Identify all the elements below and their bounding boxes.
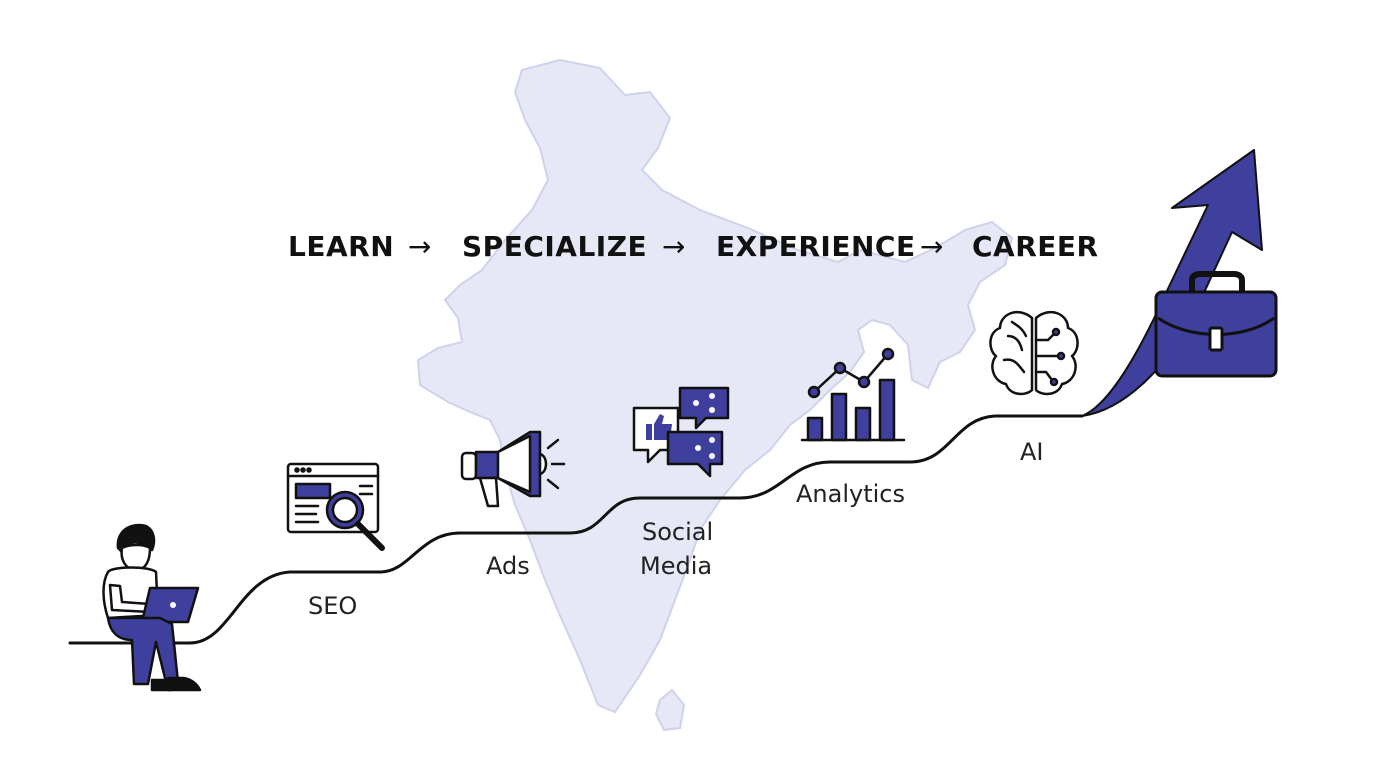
india-map-background [416, 58, 1014, 714]
chat-bubbles-share-like-icon [632, 386, 730, 478]
person-with-laptop-icon [102, 523, 202, 692]
headline-arrow-1: → [408, 230, 431, 263]
label-analytics: Analytics [796, 480, 905, 508]
label-ads: Ads [486, 552, 530, 580]
label-social-line1: Social [642, 518, 713, 546]
briefcase-icon [1154, 271, 1278, 378]
headline-learn: LEARN [288, 230, 394, 263]
headline-experience: EXPERIENCE [716, 230, 916, 263]
rising-arrow-icon [1081, 149, 1263, 417]
headline-arrow-2: → [662, 230, 685, 263]
brain-circuit-icon [989, 310, 1079, 396]
label-seo: SEO [308, 592, 357, 620]
career-path-line [68, 414, 1084, 645]
headline-arrow-3: → [920, 230, 943, 263]
headline-career: CAREER [972, 230, 1099, 263]
headline-specialize: SPECIALIZE [462, 230, 647, 263]
label-social-line2: Media [640, 552, 712, 580]
megaphone-icon [460, 430, 566, 508]
browser-magnifier-icon [286, 462, 385, 551]
bar-chart-trend-icon [800, 347, 906, 442]
label-ai: AI [1020, 438, 1044, 466]
sri-lanka-island [654, 688, 686, 732]
